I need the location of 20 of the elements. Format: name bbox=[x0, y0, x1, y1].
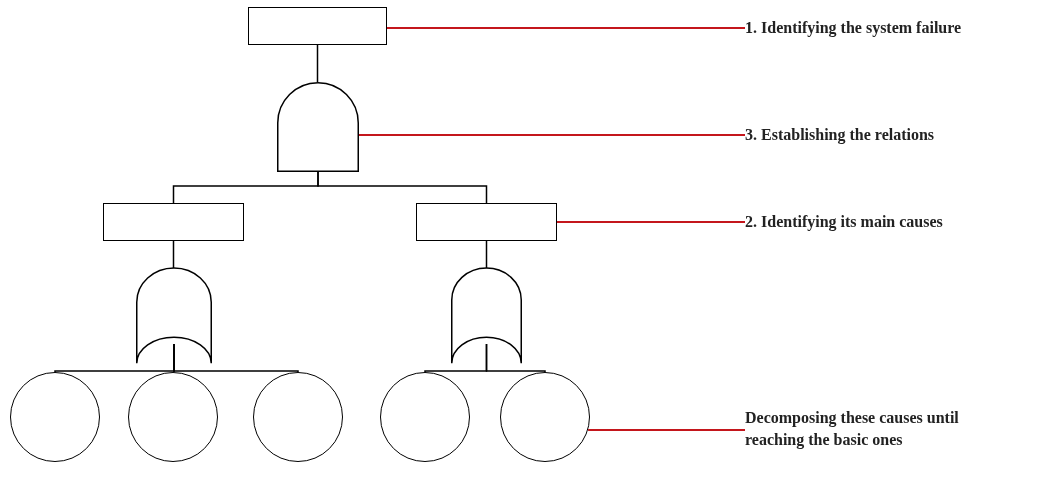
leader-line bbox=[587, 429, 746, 431]
step-label: 1. Identifying the system failure bbox=[745, 17, 1035, 39]
connector-line bbox=[317, 171, 488, 204]
step-label: Decomposing these causes until reaching the basic ones bbox=[745, 407, 1003, 451]
leader-line bbox=[358, 134, 746, 136]
leader-line bbox=[556, 221, 746, 223]
connector-line bbox=[485, 343, 546, 373]
or-gate-symbol bbox=[136, 268, 212, 364]
step-label: 3. Establishing the relations bbox=[745, 124, 1035, 146]
or-gate-symbol bbox=[451, 268, 522, 364]
event-box bbox=[103, 203, 244, 241]
connector-line bbox=[172, 240, 175, 269]
connector-line bbox=[316, 44, 319, 83]
and-gate-symbol bbox=[277, 82, 359, 172]
event-box bbox=[248, 7, 387, 45]
connector-line bbox=[485, 240, 488, 269]
event-box bbox=[416, 203, 557, 241]
leader-line bbox=[386, 27, 746, 29]
step-label: 2. Identifying its main causes bbox=[745, 211, 1035, 233]
connector-line bbox=[173, 343, 299, 373]
